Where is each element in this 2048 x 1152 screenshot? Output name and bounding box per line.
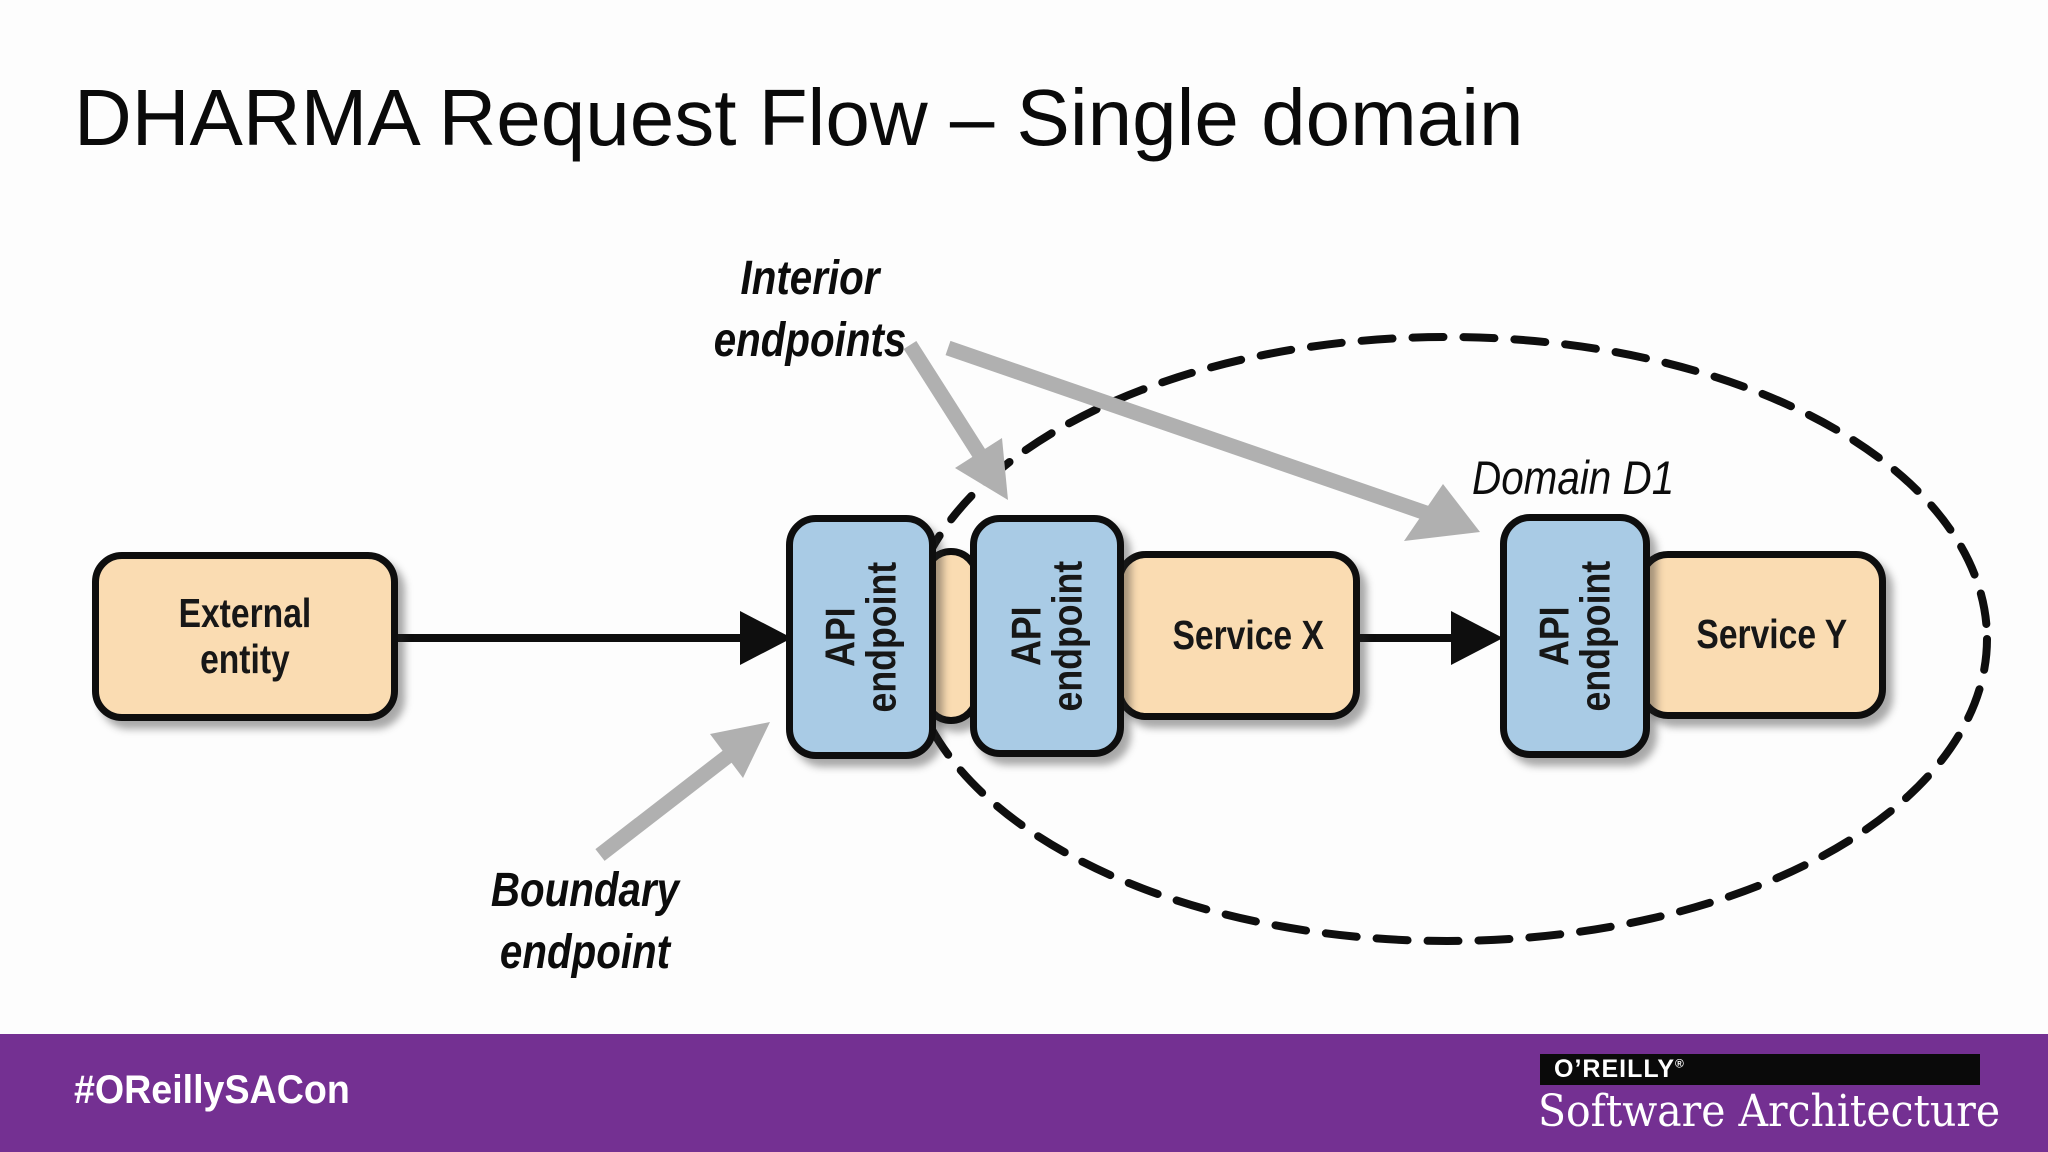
service-y-label: Service Y — [1696, 611, 1848, 658]
node-service-y: Service Y — [1638, 551, 1886, 719]
service-x-label: Service X — [1172, 611, 1324, 658]
node-interior-api-endpoint-x: API endpoint — [970, 515, 1124, 757]
external-entity-label: External entity — [178, 589, 312, 682]
oreilly-logo-bar: O’REILLY® — [1540, 1054, 1980, 1085]
oreilly-product-text: Software Architecture — [1538, 1086, 2001, 1137]
node-boundary-api-endpoint: API endpoint — [786, 515, 936, 759]
label-interior-endpoints: Interior endpoints — [713, 252, 907, 368]
label-domain-d1: Domain D1 — [1472, 451, 1675, 504]
node-external-entity: External entity — [92, 552, 398, 721]
interior-api-endpoint-x-label: API endpoint — [1002, 560, 1092, 712]
footer-bar: #OReillySACon O’REILLY® Software Archite… — [0, 1034, 2048, 1152]
boundary-api-endpoint-label: API endpoint — [816, 561, 906, 713]
flow-arrow-servicex-to-endpoint — [1356, 611, 1503, 665]
annotation-arrow-boundary — [595, 722, 770, 861]
oreilly-brand-text: O’REILLY® — [1554, 1055, 1685, 1083]
interior-api-endpoint-y-label: API endpoint — [1530, 560, 1620, 712]
annotation-arrow-interior-long — [945, 340, 1480, 541]
node-service-x: Service X — [1116, 551, 1360, 720]
footer-hashtag: #OReillySACon — [74, 1068, 350, 1112]
label-boundary-endpoint: Boundary endpoint — [490, 864, 680, 980]
annotation-arrow-interior-short — [903, 340, 1008, 500]
node-interior-api-endpoint-y: API endpoint — [1500, 514, 1650, 758]
slide-title: DHARMA Request Flow – Single domain — [74, 73, 1524, 162]
flow-arrow-external-to-boundary — [396, 611, 792, 665]
